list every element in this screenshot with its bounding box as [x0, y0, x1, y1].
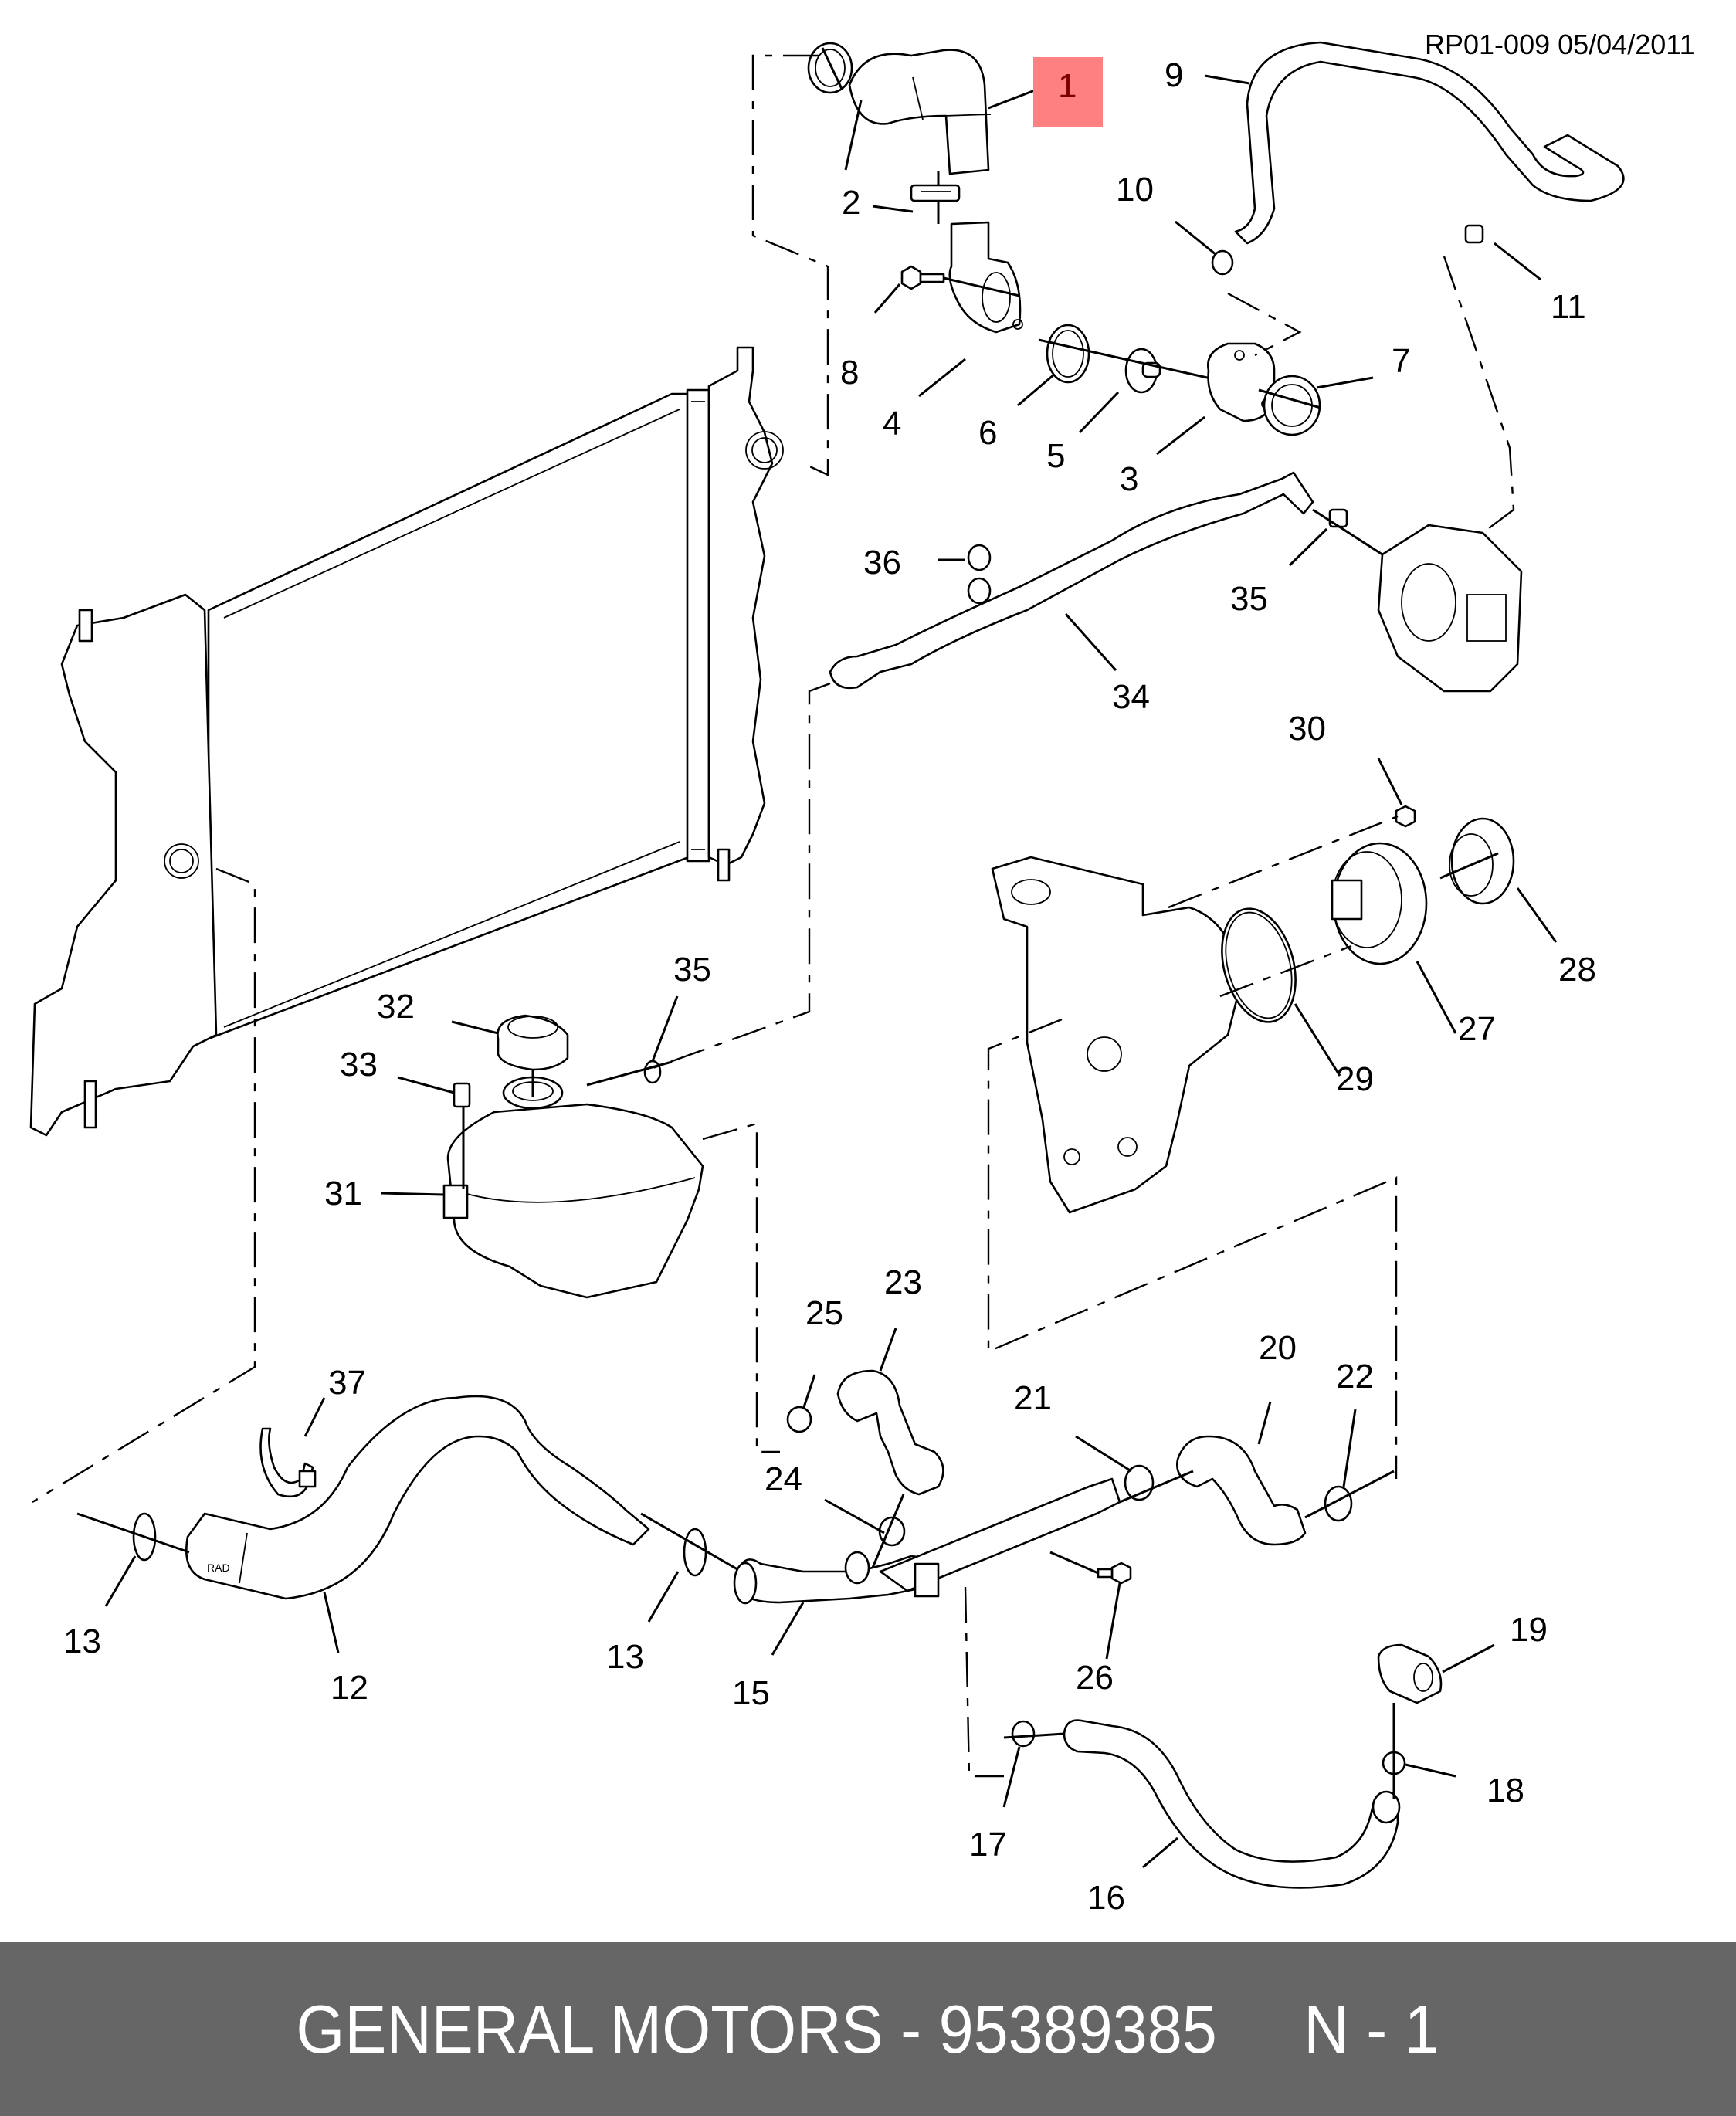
callout-26[interactable]: 26	[1076, 1659, 1114, 1697]
callout-12[interactable]: 12	[331, 1669, 368, 1707]
radiator-core-fins	[691, 401, 705, 850]
callout-2[interactable]: 2	[842, 184, 860, 222]
hose-34	[829, 471, 1314, 690]
clamp-35-reservoir	[643, 1060, 662, 1084]
callout-32[interactable]: 32	[377, 988, 415, 1026]
callout-15[interactable]: 15	[732, 1674, 770, 1712]
leader	[821, 47, 843, 90]
strap-37	[259, 1427, 317, 1498]
radiator	[29, 346, 784, 1137]
throttle-body	[1377, 524, 1523, 693]
clamp-11	[1464, 224, 1484, 244]
callout-20[interactable]: 20	[1259, 1329, 1297, 1367]
hose-9	[1234, 41, 1625, 245]
callout-22[interactable]: 22	[1336, 1358, 1374, 1395]
callout-28[interactable]: 28	[1558, 951, 1596, 988]
bolt-30	[1395, 805, 1416, 828]
hose-20	[1176, 1435, 1307, 1546]
clamp-10	[1211, 249, 1234, 276]
engine-block	[991, 856, 1241, 1214]
callout-6[interactable]: 6	[978, 414, 997, 452]
reservoir-cap-32	[497, 1014, 569, 1071]
clamp-22	[1324, 1485, 1353, 1522]
callout-13-right[interactable]: 13	[606, 1638, 644, 1676]
callout-10[interactable]: 10	[1116, 171, 1154, 209]
callout-24[interactable]: 24	[765, 1460, 802, 1498]
bolt-26	[1097, 1562, 1132, 1585]
callout-1[interactable]: 1	[1058, 67, 1077, 105]
parts-diagram: RP01-009 05/04/2011	[29, 29, 1695, 1917]
callout-30[interactable]: 30	[1288, 710, 1326, 748]
callout-16[interactable]: 16	[1087, 1879, 1125, 1917]
callout-19[interactable]: 19	[1510, 1611, 1548, 1649]
gasket-7	[1263, 375, 1321, 436]
callout-11[interactable]: 11	[1551, 288, 1586, 326]
clamp-13-right	[683, 1528, 707, 1577]
clip-36	[967, 544, 992, 605]
connector-19	[1377, 1643, 1443, 1704]
hose-1	[848, 49, 992, 175]
callout-highlight	[1033, 57, 1103, 127]
diagram-reference: RP01-009 05/04/2011	[1425, 29, 1695, 60]
clamp-25	[786, 1406, 812, 1433]
callout-21[interactable]: 21	[1014, 1379, 1052, 1417]
callout-35-reservoir[interactable]: 35	[673, 951, 711, 988]
callout-5[interactable]: 5	[1046, 437, 1065, 475]
callout-35-top[interactable]: 35	[1230, 580, 1268, 618]
callout-3[interactable]: 3	[1120, 460, 1138, 498]
hose-marking-rad: RAD	[207, 1562, 230, 1574]
clamp-35-top	[1328, 508, 1348, 528]
callout-7[interactable]: 7	[1392, 342, 1410, 380]
callout-31[interactable]: 31	[324, 1175, 362, 1212]
callout-9[interactable]: 9	[1165, 56, 1183, 94]
callout-8[interactable]: 8	[840, 354, 859, 392]
callout-37[interactable]: 37	[328, 1364, 366, 1402]
callout-labels: 1 2 3 4 5 6 7 8 9 10 11 12 13 13 15 16 1…	[63, 56, 1596, 1917]
callout-33[interactable]: 33	[340, 1046, 378, 1083]
seal-6	[1046, 324, 1090, 384]
phantom-lines	[32, 54, 1515, 1778]
hose-16	[1063, 1719, 1399, 1889]
water-pump-27	[1331, 842, 1428, 965]
gasket-29	[1221, 907, 1297, 1023]
callout-13-left[interactable]: 13	[63, 1623, 101, 1660]
leader-lines	[104, 74, 1558, 1869]
clamp-17	[1011, 1720, 1036, 1748]
hose-23	[836, 1369, 944, 1496]
footer-part-title: GENERAL MOTORS - 95389385 N - 1	[296, 1990, 1440, 2067]
callout-34[interactable]: 34	[1112, 678, 1150, 716]
callout-4[interactable]: 4	[883, 405, 901, 443]
bolt-8	[900, 265, 945, 290]
hose-12	[185, 1395, 650, 1600]
callout-17[interactable]: 17	[969, 1826, 1007, 1863]
thermostat-housing-4	[948, 221, 1023, 334]
footer-banner: GENERAL MOTORS - 95389385 N - 1	[0, 1942, 1736, 2116]
callout-27[interactable]: 27	[1458, 1010, 1496, 1048]
callout-36[interactable]: 36	[863, 544, 901, 582]
coolant-reservoir-31	[442, 1076, 704, 1299]
clamp-2	[910, 184, 961, 202]
thermostat-5	[1124, 348, 1161, 394]
sensor-33	[453, 1082, 471, 1108]
callout-29[interactable]: 29	[1336, 1060, 1374, 1098]
callout-23[interactable]: 23	[884, 1263, 922, 1301]
callout-25[interactable]: 25	[805, 1294, 843, 1332]
clamp-2-top	[807, 42, 853, 94]
callout-18[interactable]: 18	[1487, 1772, 1524, 1809]
